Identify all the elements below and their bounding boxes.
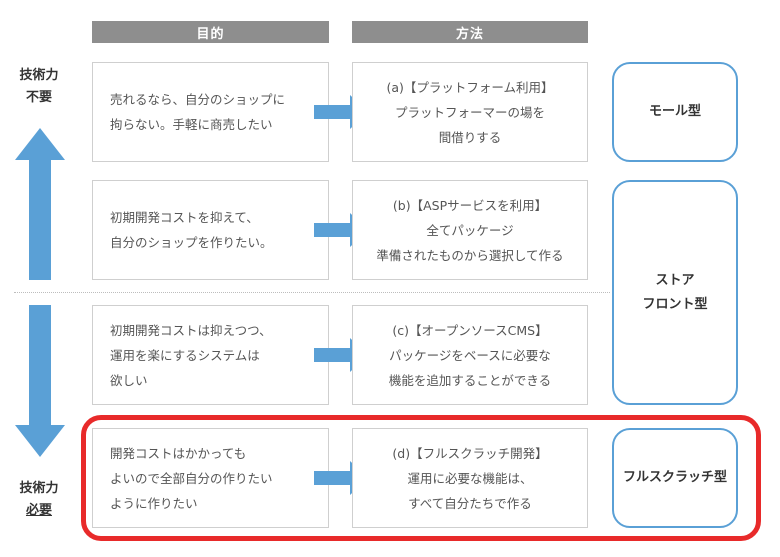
category-mall: モール型 bbox=[612, 62, 738, 162]
divider-line bbox=[14, 292, 610, 293]
goal-header: 目的 bbox=[92, 21, 329, 43]
method-header: 方法 bbox=[352, 21, 588, 43]
goal-box-a: 売れるなら、自分のショップに 拘らない。手軽に商売したい bbox=[92, 62, 329, 162]
category-fullscratch: フルスクラッチ型 bbox=[612, 428, 738, 528]
method-box-d: (d)【フルスクラッチ開発】 運用に必要な機能は、 すべて自分たちで作る bbox=[352, 428, 588, 528]
highlight-frame bbox=[81, 415, 761, 541]
side-label-top: 技術力 不要 bbox=[19, 68, 59, 105]
method-box-b: (b)【ASPサービスを利用】 全てパッケージ 準備されたものから選択して作る bbox=[352, 180, 588, 280]
category-storefront: ストア フロント型 bbox=[612, 180, 738, 405]
up-arrow-icon bbox=[15, 128, 65, 280]
method-box-a: (a)【プラットフォーム利用】 プラットフォーマーの場を 間借りする bbox=[352, 62, 588, 162]
goal-box-b: 初期開発コストを抑えて、 自分のショップを作りたい。 bbox=[92, 180, 329, 280]
goal-box-c: 初期開発コストは抑えつつ、 運用を楽にするシステムは 欲しい bbox=[92, 305, 329, 405]
goal-box-d: 開発コストはかかっても よいので全部自分の作りたい ように作りたい bbox=[92, 428, 329, 528]
down-arrow-icon bbox=[15, 305, 65, 457]
method-box-c: (c)【オープンソースCMS】 パッケージをベースに必要な 機能を追加することが… bbox=[352, 305, 588, 405]
side-label-bottom: 技術力 必要 bbox=[19, 481, 59, 518]
